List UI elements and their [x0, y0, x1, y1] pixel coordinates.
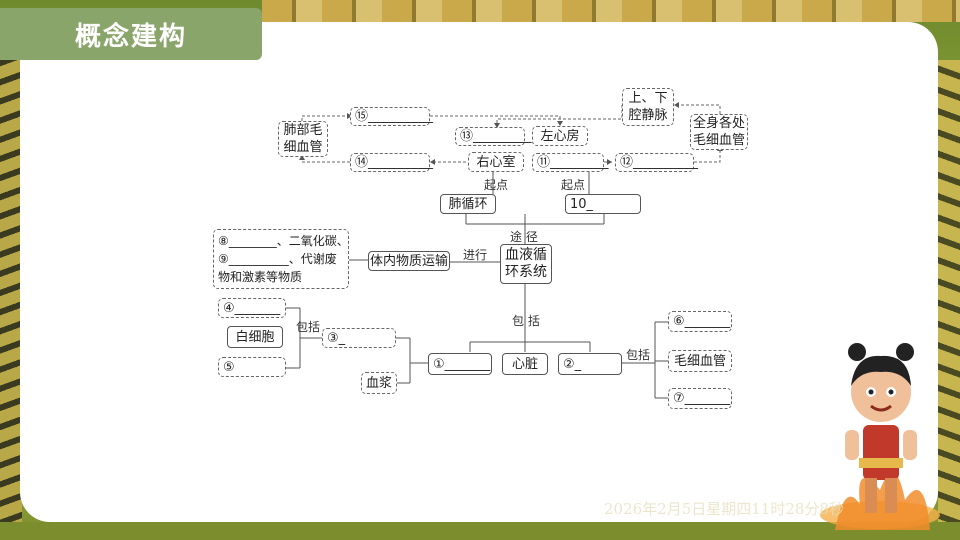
material-transport: 体内物质运输: [368, 251, 450, 271]
label-route: 途 径: [510, 230, 538, 244]
blank-4-underline: _______: [234, 300, 281, 316]
circulatory-system: 血液循 环系统: [500, 244, 552, 284]
content-card: [20, 22, 938, 522]
slide-title: 概念建构: [74, 21, 187, 52]
blank-11-underline: _________: [550, 155, 609, 170]
blank-6-underline: _______: [684, 314, 731, 329]
blank-12[interactable]: ⑫__________: [615, 153, 698, 172]
white-blood-cell: 白细胞: [227, 326, 283, 348]
blank-14[interactable]: ⑭__________: [350, 153, 434, 172]
bg-tree-left: [0, 60, 22, 540]
plasma: 血浆: [361, 372, 397, 394]
blank-7[interactable]: ⑦_______: [668, 388, 732, 409]
blank-7-underline: _______: [684, 391, 731, 406]
title-tab: 概念建构: [0, 8, 262, 60]
blank-2[interactable]: ②_: [558, 353, 622, 375]
blank-11[interactable]: ⑪_________: [532, 153, 609, 172]
blank-14-underline: __________: [368, 155, 434, 170]
vena-cava: 上、下 腔静脉: [622, 88, 674, 126]
label-include-right: 包括: [626, 348, 651, 362]
label-include-left: 包括: [296, 320, 321, 334]
blank-3[interactable]: ③_: [322, 328, 396, 348]
blank-1-blood-vessel-underline: _______: [444, 356, 491, 372]
label-conduct: 进行: [463, 248, 488, 262]
label-start-left: 起点: [484, 178, 509, 192]
cartoon-character-illustration: [820, 343, 940, 530]
blank-1-blood-vessel[interactable]: ①_______: [428, 353, 492, 375]
bg-bottom-band: [0, 522, 960, 540]
right-ventricle: 右心室: [468, 152, 524, 172]
blank-5[interactable]: ⑤: [218, 357, 286, 377]
label-include-main: 包 括: [512, 314, 540, 328]
blank-15[interactable]: ⑮__________: [350, 107, 434, 126]
heart: 心脏: [502, 353, 548, 375]
blank-6[interactable]: ⑥_______: [668, 311, 732, 332]
blank-13-underline: _________: [473, 129, 532, 144]
bg-top-band: [262, 0, 960, 22]
systemic-circulation-blank[interactable]: 10_: [565, 194, 641, 214]
label-start-right: 起点: [561, 178, 586, 192]
date-watermark: 2026年2月5日星期四11时28分8秒: [604, 500, 844, 518]
transported-substances[interactable]: ⑧________、二氧化碳、 ⑨__________、代谢废 物和激素等物质: [213, 229, 349, 289]
blank-13[interactable]: ⑬_________: [455, 127, 532, 146]
lung-capillary: 肺部毛 细血管: [278, 121, 328, 157]
pulmonary-circulation: 肺循环: [440, 194, 496, 214]
bg-tree-right: [938, 60, 960, 540]
blank-12-underline: __________: [633, 155, 699, 170]
blank-15-underline: __________: [368, 109, 434, 124]
blank-4[interactable]: ④_______: [218, 298, 286, 318]
body-capillary: 全身各处 毛细血管: [690, 114, 748, 150]
left-atrium: 左心房: [532, 126, 588, 146]
capillary: 毛细血管: [668, 350, 732, 372]
